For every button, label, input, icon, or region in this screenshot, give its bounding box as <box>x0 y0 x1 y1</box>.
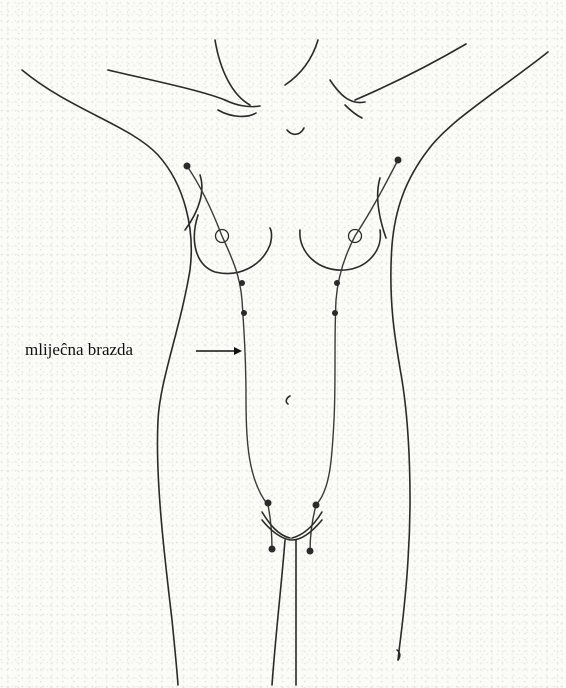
neck-right <box>285 40 318 85</box>
label-arrow-head <box>234 347 242 355</box>
left-arm-outer <box>22 70 191 685</box>
right-milk-point-thigh <box>307 548 314 555</box>
left-upper-arm <box>108 70 225 100</box>
right-clavicle-lower <box>345 105 362 118</box>
milk-line-label: mlijeĉna brazda <box>25 340 133 360</box>
left-milk-point-axilla <box>184 163 191 170</box>
left-milk-line <box>187 166 272 550</box>
left-armpit <box>185 175 202 230</box>
right-arm-outer <box>391 52 548 660</box>
right-milk-point-groin <box>313 502 320 509</box>
navel <box>286 396 290 404</box>
left-milk-point-thigh <box>269 546 276 553</box>
sternal-notch <box>287 128 304 134</box>
neck-left <box>215 40 250 105</box>
right-milk-point-axilla <box>395 157 402 164</box>
left-milk-point-chest <box>239 280 245 286</box>
left-milk-point-groin <box>265 500 272 507</box>
right-milk-line <box>310 160 398 552</box>
right-milk-line-points <box>307 157 402 555</box>
left-milk-point-upper-abdomen <box>241 310 247 316</box>
left-breast <box>194 215 271 273</box>
left-milk-line-points <box>184 163 276 553</box>
right-breast <box>300 230 381 270</box>
right-clavicle <box>330 80 365 103</box>
right-milk-point-upper-abdomen <box>332 310 338 316</box>
left-inner-thigh <box>272 540 285 685</box>
left-clavicle <box>225 100 260 107</box>
right-milk-point-chest <box>334 280 340 286</box>
left-clavicle-lower <box>218 110 256 116</box>
right-upper-arm <box>355 44 466 100</box>
right-armpit <box>378 178 386 238</box>
